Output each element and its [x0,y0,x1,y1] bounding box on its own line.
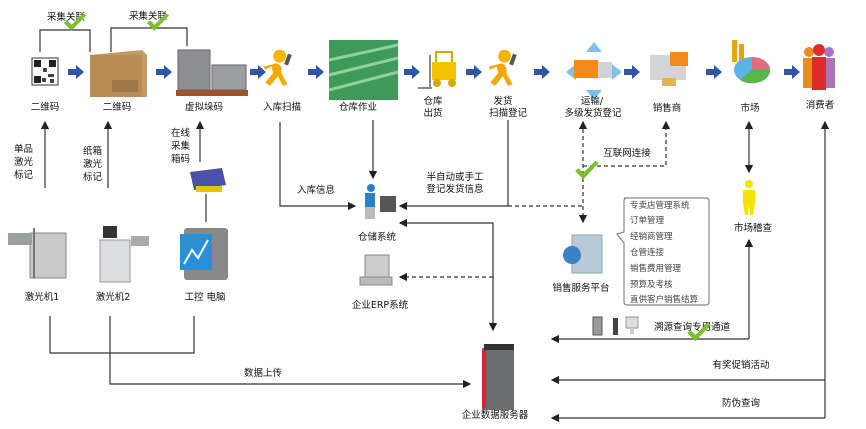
barcode-scanner-icon [190,168,226,192]
laser-machine-2-label: 激光机2 [96,291,131,303]
query-devices-icons [592,316,639,336]
data-server-label: 企业数据服务器 [462,409,529,421]
inbound-info-label: 入库信息 [297,184,335,196]
erp-label: 企业ERP系统 [352,299,409,311]
svg-text:标记: 标记 [83,171,103,183]
label-warehouse-out-1: 仓库 [423,95,443,107]
wms-server-link [398,218,498,332]
trace-channel-label: 溯源查询专用通道 [654,321,731,333]
platform-features-list: 专卖店管理系统 订单管理 经销商管理 仓管连接 销售费用管理 预算及考核 直供客… [630,200,699,305]
label-consumer: 消费者 [806,99,835,111]
dealer-icon [650,52,688,86]
virtual-pallet-icon [176,49,248,96]
inspector-person-icon [743,180,755,215]
label-transport-1: 运输/ [581,95,604,107]
laser-machine-1-label: 激光机1 [25,291,60,303]
label-dealer: 销售商 [653,102,682,114]
svg-text:专卖店管理系统: 专卖店管理系统 [630,200,690,211]
association-label-1: 采集关联 [47,11,86,23]
svg-text:销售费用管理: 销售费用管理 [630,263,682,274]
svg-text:采集: 采集 [171,140,191,152]
transport-truck-icon [566,42,622,100]
warehouse-system-label: 仓储系统 [358,231,397,243]
svg-text:经销商管理: 经销商管理 [630,231,673,242]
association-bracket-2 [110,27,188,52]
internet-label: 互联网连接 [603,147,651,159]
market-chart-icon [732,40,771,84]
warehouse-system-icon [365,184,396,219]
svg-text:纸箱: 纸箱 [83,145,102,157]
carton-box-icon [90,50,147,97]
svg-text:仓管连接: 仓管连接 [630,247,665,258]
industrial-pc-label: 工控 电脑 [184,291,225,303]
label-warehouse-out-2: 出货 [423,107,442,119]
erp-computer-icon [359,254,393,286]
svg-text:单品: 单品 [14,143,33,155]
inbound-scan-person-icon [263,49,292,86]
association-bracket-1 [39,29,91,52]
warehouse-photo [328,40,399,100]
label-ship-scan-2: 扫描登记 [489,107,528,119]
ship-info-label-1: 半自动或手工 [426,171,484,183]
label-ship-scan-1: 发货 [493,95,512,107]
label-warehouse-ops: 仓库作业 [339,101,377,113]
shipping-scan-person-icon [488,49,517,86]
label-market: 市场 [740,102,759,114]
promotion-label: 有奖促销活动 [712,359,769,371]
data-server-icon [482,344,514,410]
sales-platform-label: 销售服务平台 [552,282,609,294]
consumers-icon [803,44,835,90]
platform-features-callout [615,197,710,306]
svg-text:在线: 在线 [171,127,191,139]
label-virtual-pallet: 虚拟垛码 [185,101,223,113]
ship-info-label-2: 登记发货信息 [426,183,483,195]
label-transport-2: 多级发货登记 [564,107,622,119]
label-qr-single: 二维码 [31,101,60,113]
svg-text:直供客户销售结算: 直供客户销售结算 [630,294,699,305]
internet-link-dashed [583,120,671,167]
svg-text:激光: 激光 [83,158,103,170]
anti-fake-label: 防伪查询 [722,397,760,409]
data-upload-line [49,316,470,384]
svg-text:激光: 激光 [14,156,34,168]
check-icon [575,160,599,180]
label-qr-box: 二维码 [103,101,132,113]
laser-machine-2-icon [99,226,149,283]
industrial-pc-icon [180,228,228,280]
qr-code-icon [31,57,59,86]
association-label-2: 采集关联 [129,10,168,22]
svg-text:箱码: 箱码 [171,153,190,165]
svg-text:预算及考核: 预算及考核 [630,279,673,290]
svg-text:订单管理: 订单管理 [630,215,665,226]
label-inbound-scan: 入库扫描 [263,101,302,113]
svg-text:标记: 标记 [14,169,34,181]
data-upload-label: 数据上传 [244,367,283,379]
inbound-info-line [279,122,357,211]
forklift-icon [418,51,456,89]
top-flow-labels: 二维码 二维码 虚拟垛码 入库扫描 仓库作业 仓库 出货 发货 扫描登记 运输/… [31,95,835,119]
sales-platform-icon [563,234,603,274]
laser-machine-1-icon [8,228,67,279]
market-inspect-label: 市场稽查 [734,222,773,234]
